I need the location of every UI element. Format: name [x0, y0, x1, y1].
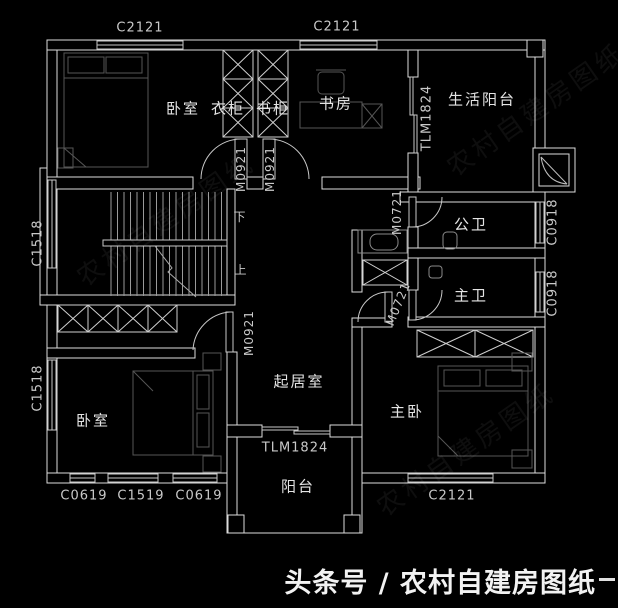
room-label-public-bath: 公卫 — [453, 215, 489, 234]
door-label-m0921-bedroom: M0921 — [242, 310, 256, 356]
room-label-bedroom-top: 卧室 — [165, 99, 201, 118]
sliding-doors — [261, 76, 418, 435]
window-label-c2121-bottom: C2121 — [428, 488, 476, 504]
stair-label-up: 上 — [234, 263, 248, 277]
room-label-bedroom-bottom: 卧室 — [75, 411, 111, 430]
windows — [47, 40, 545, 483]
window-label-c0619-right: C0619 — [175, 488, 223, 504]
furniture — [57, 52, 533, 473]
room-label-living-balcony: 生活阳台 — [447, 90, 517, 109]
window-label-c0918-lower: C0918 — [545, 269, 561, 317]
stair-label-down: 下 — [233, 210, 247, 224]
banner-dash — [599, 578, 615, 581]
cabinets — [57, 49, 534, 358]
bath-fixtures — [357, 229, 458, 279]
window-label-c2121-top-right: C2121 — [313, 19, 361, 35]
door-label-tlm1824-balcony: TLM1824 — [261, 440, 329, 456]
staircase — [102, 192, 228, 298]
window-label-c1519: C1519 — [117, 488, 165, 504]
room-label-wardrobe: 衣柜 — [210, 99, 246, 118]
window-label-c1518-lower: C1518 — [30, 364, 46, 412]
window-label-c0619-left: C0619 — [60, 488, 108, 504]
room-label-living-room: 起居室 — [273, 372, 325, 391]
door-label-m0921-right: M0921 — [263, 146, 277, 192]
room-label-master-bath: 主卫 — [453, 286, 489, 305]
door-label-m0721-upper: M0721 — [390, 189, 404, 235]
room-label-balcony: 阳台 — [280, 477, 316, 496]
flue-symbol — [540, 156, 568, 185]
room-label-study: 书房 — [318, 94, 354, 113]
doors — [192, 138, 443, 353]
window-label-c0918-upper: C0918 — [545, 198, 561, 246]
window-label-c2121-top-left: C2121 — [116, 20, 164, 36]
window-label-c1518-upper: C1518 — [30, 219, 46, 267]
watermark-banner: 头条号 / 农村自建房图纸 — [284, 568, 596, 599]
door-label-tlm1824-study: TLM1824 — [419, 84, 435, 152]
room-label-master-bedroom: 主卧 — [389, 402, 425, 421]
room-label-bookcase: 书柜 — [255, 99, 291, 118]
